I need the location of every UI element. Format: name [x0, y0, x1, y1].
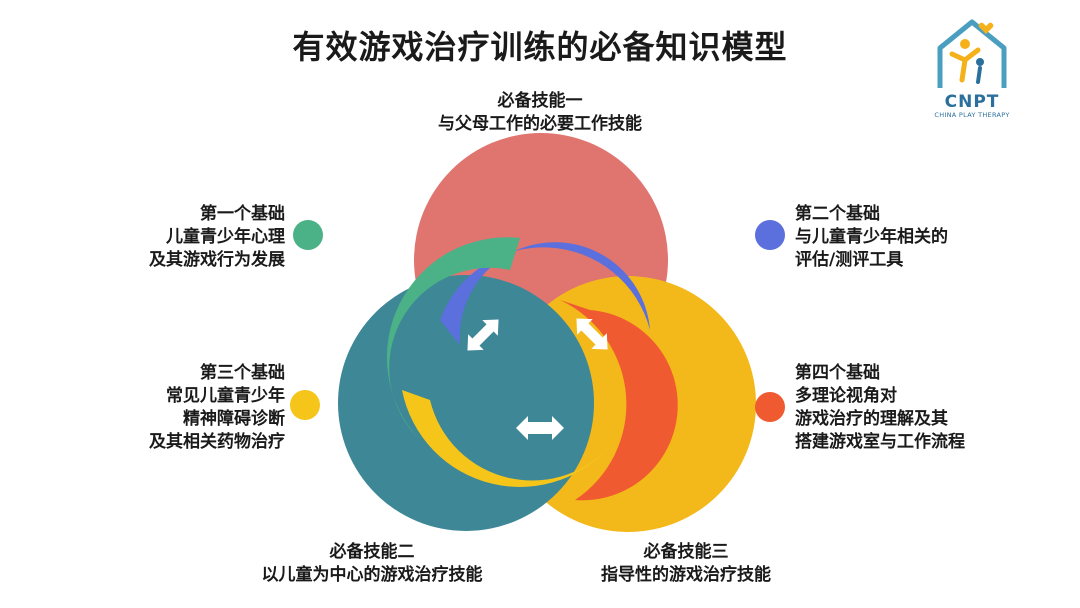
foundation-three-line: 精神障碍诊断 — [183, 409, 285, 429]
foundation-four-label: 第四个基础 多理论视角对 游戏治疗的理解及其 搭建游戏室与工作流程 — [795, 362, 1025, 454]
foundation-three-line: 及其相关药物治疗 — [149, 432, 285, 452]
skill-three-text: 指导性的游戏治疗技能 — [601, 565, 771, 585]
skill-two-heading: 必备技能二 — [329, 542, 415, 562]
green-crescent — [386, 237, 520, 440]
foundation-two-line: 与儿童青少年相关的 — [795, 227, 948, 247]
skill-one-heading: 必备技能一 — [497, 91, 583, 111]
foundation-two-label: 第二个基础 与儿童青少年相关的 评估/测评工具 — [795, 203, 995, 272]
house-logo-icon — [937, 19, 1007, 88]
skill-one-text: 与父母工作的必要工作技能 — [438, 114, 642, 134]
foundation-two-line: 评估/测评工具 — [795, 250, 904, 270]
page-title: 有效游戏治疗训练的必备知识模型 — [292, 28, 788, 66]
foundation-four-dot — [755, 392, 785, 422]
skill-two-circle — [338, 275, 594, 531]
red-crescent — [560, 300, 678, 501]
foundation-four-line: 第四个基础 — [795, 363, 880, 383]
skill-one-label: 必备技能一 与父母工作的必要工作技能 — [400, 90, 680, 136]
foundation-one-line: 儿童青少年心理 — [166, 227, 285, 247]
foundation-three-label: 第三个基础 常见儿童青少年 精神障碍诊断 及其相关药物治疗 — [90, 362, 285, 454]
foundation-three-dot — [290, 390, 320, 420]
skill-two-label: 必备技能二 以儿童为中心的游戏治疗技能 — [222, 541, 522, 587]
foundation-four-line: 游戏治疗的理解及其 — [795, 409, 948, 429]
logo-brand: CNPT — [944, 92, 1000, 112]
foundation-one-dot — [293, 220, 323, 250]
skill-three-heading: 必备技能三 — [643, 542, 729, 562]
skill-three-label: 必备技能三 指导性的游戏治疗技能 — [556, 541, 816, 587]
foundation-two-line: 第二个基础 — [795, 204, 880, 224]
double-arrow-icon — [516, 416, 564, 440]
logo-subtitle: CHINA PLAY THERAPY — [934, 111, 1010, 119]
double-arrow-icon — [467, 319, 499, 351]
foundation-four-line: 搭建游戏室与工作流程 — [795, 432, 965, 452]
foundation-four-line: 多理论视角对 — [795, 386, 897, 406]
cnpt-logo: CNPT CHINA PLAY THERAPY — [922, 14, 1022, 124]
foundation-one-line: 及其游戏行为发展 — [149, 250, 285, 270]
foundation-one-label: 第一个基础 儿童青少年心理 及其游戏行为发展 — [100, 203, 285, 272]
skill-two-text: 以儿童为中心的游戏治疗技能 — [261, 565, 483, 585]
foundation-three-line: 常见儿童青少年 — [166, 386, 285, 406]
foundation-one-line: 第一个基础 — [200, 204, 285, 224]
yellow-crescent — [402, 390, 615, 487]
foundation-two-dot — [755, 220, 785, 250]
foundation-three-line: 第三个基础 — [200, 363, 285, 383]
double-arrow-icon — [576, 318, 608, 350]
